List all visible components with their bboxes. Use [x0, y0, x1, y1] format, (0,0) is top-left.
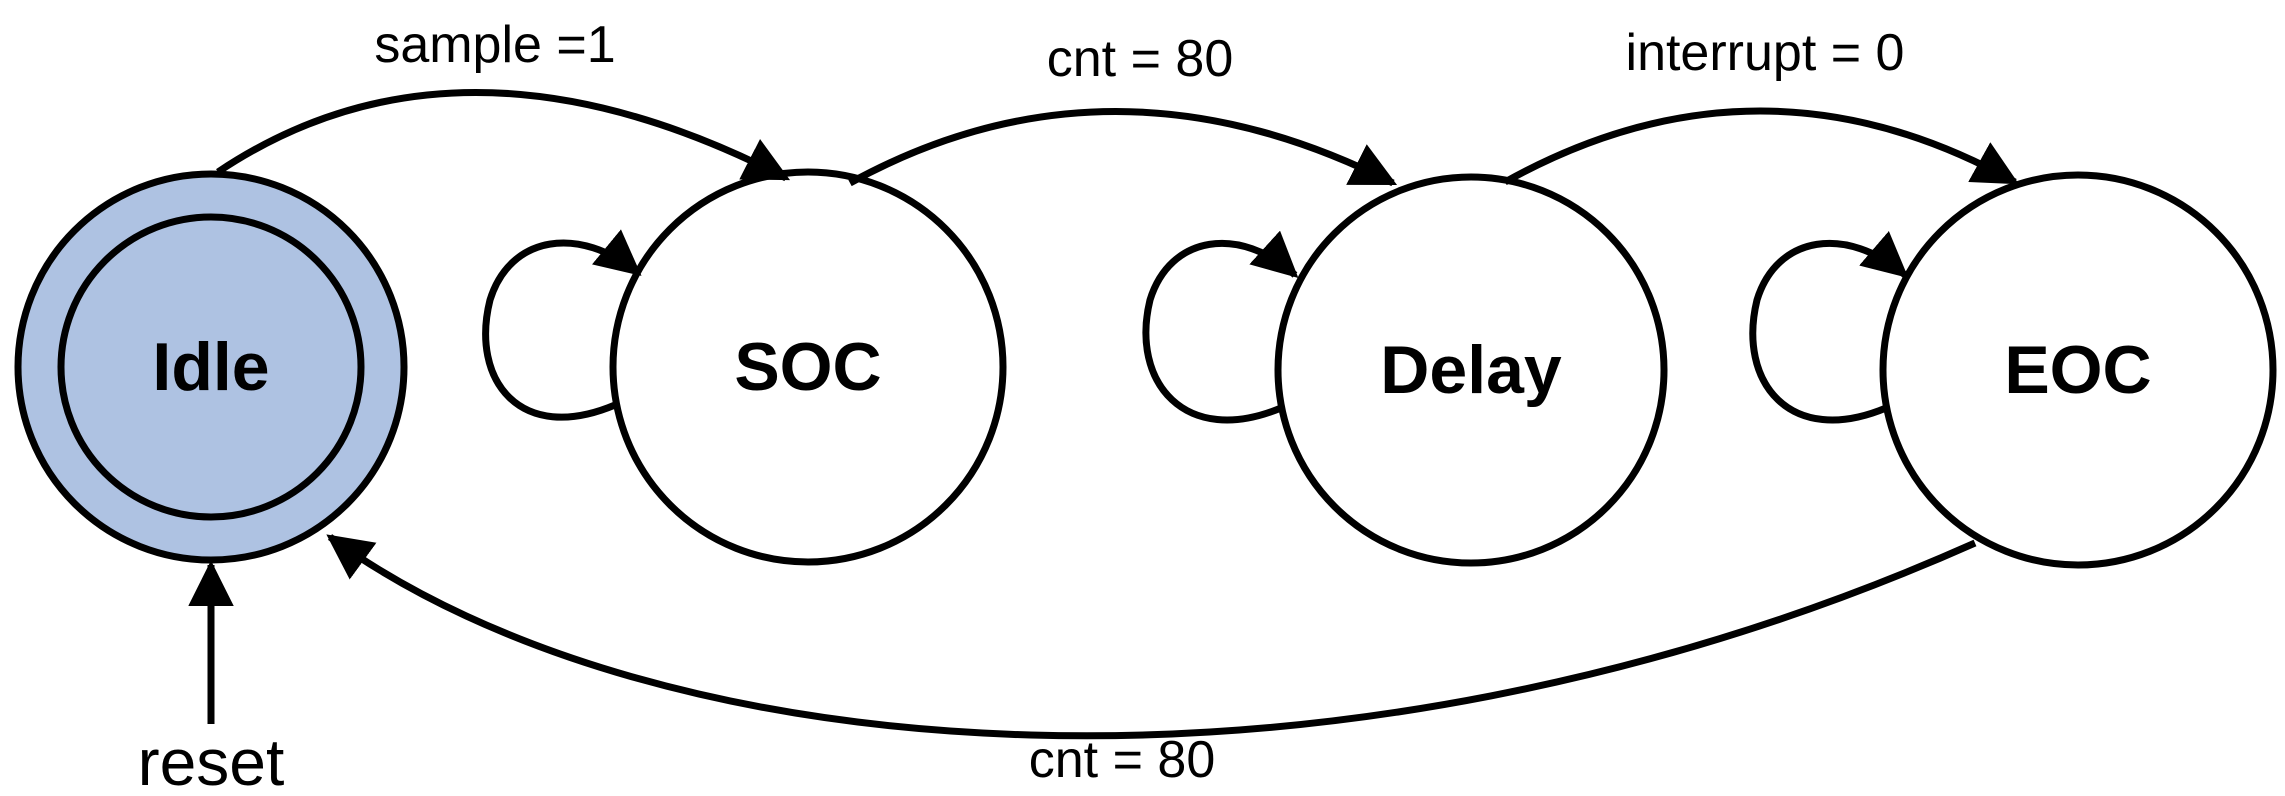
state-eoc: EOC: [1879, 171, 2277, 569]
reset-label: reset: [138, 725, 285, 796]
transition-delay-to-eoc: [1503, 107, 2019, 186]
state-soc: SOC: [609, 168, 1007, 566]
state-idle: Idle: [14, 170, 408, 564]
transition-idle-to-soc: [216, 89, 791, 182]
transition-label-soc-to-delay: cnt = 80: [1047, 30, 1233, 88]
self-loop-delay: [1142, 230, 1299, 424]
transition-label-idle-to-soc: sample =1: [374, 16, 615, 74]
delay-circle: [1274, 173, 1668, 567]
transition-label-delay-to-eoc: interrupt = 0: [1626, 24, 1905, 82]
transition-eoc-to-idle: [326, 534, 1977, 740]
soc-circle: [609, 168, 1007, 566]
state-label-eoc: EOC: [2004, 332, 2151, 408]
self-loop-soc: [482, 229, 642, 421]
eoc-circle: [1879, 171, 2277, 569]
state-label-soc: SOC: [734, 329, 881, 405]
state-delay: Delay: [1274, 173, 1668, 567]
state-label-delay: Delay: [1380, 332, 1562, 408]
self-loop-eoc: [1749, 231, 1909, 424]
transition-soc-to-delay: [848, 108, 1398, 187]
transition-label-eoc-to-idle: cnt = 80: [1029, 731, 1215, 789]
state-label-idle: Idle: [152, 329, 269, 405]
idle-inner-circle: [57, 213, 365, 521]
